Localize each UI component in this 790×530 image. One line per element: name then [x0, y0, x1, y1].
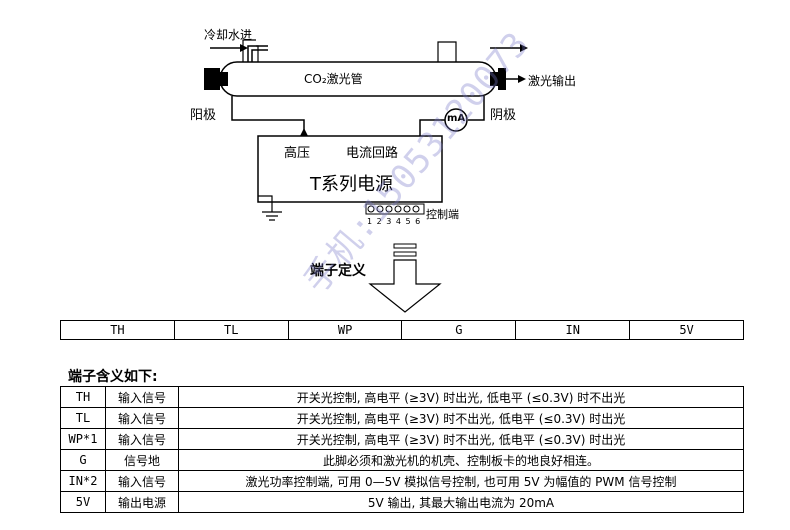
type-cell: 信号地 — [105, 449, 179, 471]
ammeter-label: mA — [447, 113, 466, 124]
anode-label: 阳极 — [190, 108, 217, 123]
terminal-meaning-table: TH 输入信号 开关光控制, 高电平 (≥3V) 时出光, 低电平 (≤0.3V… — [60, 386, 744, 513]
desc-cell: 开关光控制, 高电平 (≥3V) 时出光, 低电平 (≤0.3V) 时不出光 — [178, 386, 744, 408]
control-terminal-label: 控制端 — [426, 208, 459, 221]
water-outlet-tube — [437, 41, 457, 62]
down-arrow-icon — [368, 243, 442, 313]
type-cell: 输出电源 — [105, 491, 179, 513]
table-row: WP*1 输入信号 开关光控制, 高电平 (≥3V) 时不出光, 低电平 (≤0… — [60, 428, 744, 450]
table-row: 5V 输出电源 5V 输出, 其最大输出电流为 20mA — [60, 491, 744, 513]
type-cell: 输入信号 — [105, 428, 179, 450]
table-row: TH 输入信号 开关光控制, 高电平 (≥3V) 时出光, 低电平 (≤0.3V… — [60, 386, 744, 408]
terminal-cell: IN — [516, 321, 631, 339]
desc-cell: 开关光控制, 高电平 (≥3V) 时不出光, 低电平 (≤0.3V) 时出光 — [178, 407, 744, 429]
desc-cell: 激光功率控制端, 可用 0—5V 模拟信号控制, 也可用 5V 为幅值的 PWM… — [178, 470, 744, 492]
laser-wiring-diagram — [204, 39, 528, 313]
left-end-cap — [204, 68, 220, 90]
type-cell: 输入信号 — [105, 470, 179, 492]
anode-wire — [231, 96, 305, 136]
meaning-title: 端子含义如下: — [68, 369, 158, 385]
laser-output-label: 激光输出 — [528, 74, 577, 88]
terminal-definition-label: 端子定义 — [310, 263, 366, 279]
pin-cell: WP*1 — [60, 428, 106, 450]
water-inlet-pipe — [247, 45, 268, 62]
high-voltage-label: 高压 — [284, 146, 311, 161]
power-supply-label: T系列电源 — [310, 174, 393, 195]
terminal-cell: WP — [289, 321, 403, 339]
ground-icon — [258, 195, 282, 221]
cathode-wire — [468, 96, 485, 121]
table-row: G 信号地 此脚必须和激光机的机壳、控制板卡的地良好相连。 — [60, 449, 744, 471]
control-terminal-block — [365, 203, 425, 215]
right-end-cap — [490, 72, 498, 86]
terminal-cell: TL — [175, 321, 289, 339]
desc-cell: 5V 输出, 其最大输出电流为 20mA — [178, 491, 744, 513]
pin-cell: TH — [60, 386, 106, 408]
terminal-definition-row: TH TL WP G IN 5V — [60, 320, 744, 340]
pin-cell: G — [60, 449, 106, 471]
water-inlet-tube — [242, 39, 259, 62]
terminal-cell: 5V — [679, 323, 694, 337]
terminal-cell: G — [402, 321, 517, 339]
current-loop-label: 电流回路 — [346, 146, 399, 161]
desc-cell: 此脚必须和激光机的机壳、控制板卡的地良好相连。 — [178, 449, 744, 471]
pin-cell: TL — [60, 407, 106, 429]
table-row: TL 输入信号 开关光控制, 高电平 (≥3V) 时不出光, 低电平 (≤0.3… — [60, 407, 744, 429]
cathode-label: 阴极 — [490, 108, 517, 123]
terminal-numbers: 1 2 3 4 5 6 — [367, 217, 422, 226]
tube-label: CO₂激光管 — [304, 72, 363, 86]
type-cell: 输入信号 — [105, 407, 179, 429]
terminal-cell: TH — [61, 321, 175, 339]
cooling-water-in-label: 冷却水进 — [204, 28, 253, 42]
power-supply-box — [257, 135, 443, 203]
desc-cell: 开关光控制, 高电平 (≥3V) 时不出光, 低电平 (≤0.3V) 时出光 — [178, 428, 744, 450]
type-cell: 输入信号 — [105, 386, 179, 408]
pin-cell: 5V — [60, 491, 106, 513]
table-row: IN*2 输入信号 激光功率控制端, 可用 0—5V 模拟信号控制, 也可用 5… — [60, 470, 744, 492]
pin-cell: IN*2 — [60, 470, 106, 492]
